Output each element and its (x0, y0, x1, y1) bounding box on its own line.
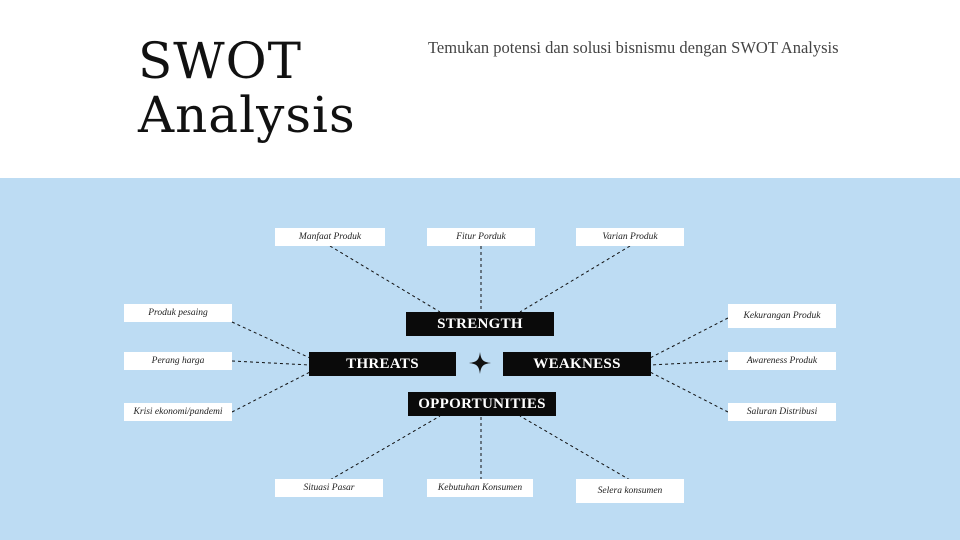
connector-kekurangan (649, 317, 729, 359)
title-line-2: Analysis (138, 86, 356, 144)
connector-awareness (649, 360, 729, 366)
connector-saluran (649, 371, 729, 413)
title-line-1: SWOT (138, 32, 302, 90)
opportunities-item-kebutuhan: Kebutuhan Konsumen (427, 479, 533, 497)
threats-item-pesaing: Produk pesaing (124, 304, 232, 322)
page-title: SWOT Analysis (138, 34, 356, 142)
strength-item-varian: Varian Produk (576, 228, 684, 246)
opportunities-item-selera: Selera konsumen (576, 479, 684, 503)
threats-box: THREATS (309, 352, 456, 376)
connector-krisis (231, 371, 311, 413)
opportunities-box: OPPORTUNITIES (408, 392, 556, 416)
strength-item-fitur: Fitur Porduk (427, 228, 535, 246)
connector-selera (519, 415, 631, 481)
weakness-item-kekurangan: Kekurangan Produk (728, 304, 836, 328)
threats-item-krisis: Krisi ekonomi/pandemi (124, 403, 232, 421)
connector-manfaat (329, 245, 441, 313)
opportunities-item-situasi: Situasi Pasar (275, 479, 383, 497)
strength-box: STRENGTH (406, 312, 554, 336)
connector-harga (231, 360, 311, 366)
strength-item-manfaat: Manfaat Produk (275, 228, 385, 246)
connector-situasi (329, 415, 441, 481)
four-point-star-icon (469, 352, 491, 374)
header: SWOT Analysis Temukan potensi dan solusi… (0, 0, 960, 178)
weakness-item-awareness: Awareness Produk (728, 352, 836, 370)
weakness-item-saluran: Saluran Distribusi (728, 403, 836, 421)
weakness-box: WEAKNESS (503, 352, 651, 376)
page-subtitle: Temukan potensi dan solusi bisnismu deng… (428, 38, 839, 57)
connector-pesaing (231, 321, 311, 359)
threats-item-harga: Perang harga (124, 352, 232, 370)
connector-varian (519, 245, 631, 313)
